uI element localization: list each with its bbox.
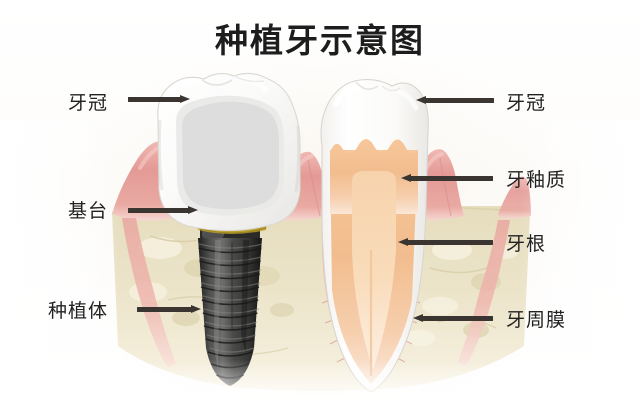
label-crown-left: 牙冠: [68, 88, 108, 115]
arrow-shaft: [425, 98, 494, 103]
arrow-head-icon: [180, 95, 190, 103]
label-periodontal-text: 牙周膜: [506, 309, 567, 331]
arrow-head-icon: [401, 174, 411, 182]
label-abutment: 基台: [68, 196, 108, 223]
arrow-shaft: [137, 307, 192, 312]
label-abutment-text: 基台: [68, 200, 109, 222]
label-periodontal: 牙周膜: [506, 305, 566, 332]
arrow-crown-left: [128, 95, 190, 104]
arrow-head-icon: [413, 314, 423, 322]
label-root: 牙根: [506, 229, 546, 256]
label-crown-right: 牙冠: [506, 88, 546, 115]
arrow-implant-body: [137, 305, 201, 314]
implant-crown: [157, 72, 301, 232]
label-enamel: 牙釉质: [506, 165, 566, 192]
arrow-abutment: [128, 206, 198, 215]
arrow-periodontal: [413, 314, 493, 323]
arrow-shaft: [410, 176, 493, 181]
arrow-shaft: [128, 97, 181, 102]
arrow-head-icon: [191, 305, 201, 313]
label-crown-left-text: 牙冠: [68, 92, 109, 114]
label-crown-right-text: 牙冠: [506, 92, 547, 114]
page-title: 种植牙示意图: [215, 21, 425, 60]
arrow-shaft: [407, 240, 493, 245]
label-root-text: 牙根: [506, 233, 547, 255]
arrow-shaft: [422, 316, 493, 321]
label-implant-body-text: 种植体: [48, 300, 109, 322]
arrow-head-icon: [188, 206, 198, 214]
label-implant-body: 种植体: [48, 296, 108, 323]
arrow-head-icon: [398, 238, 408, 246]
arrow-root: [398, 238, 493, 247]
arrow-enamel: [401, 174, 493, 183]
arrow-shaft: [128, 208, 189, 213]
arrow-crown-right: [416, 96, 494, 105]
label-enamel-text: 牙釉质: [506, 169, 567, 191]
arrow-head-icon: [416, 96, 426, 104]
